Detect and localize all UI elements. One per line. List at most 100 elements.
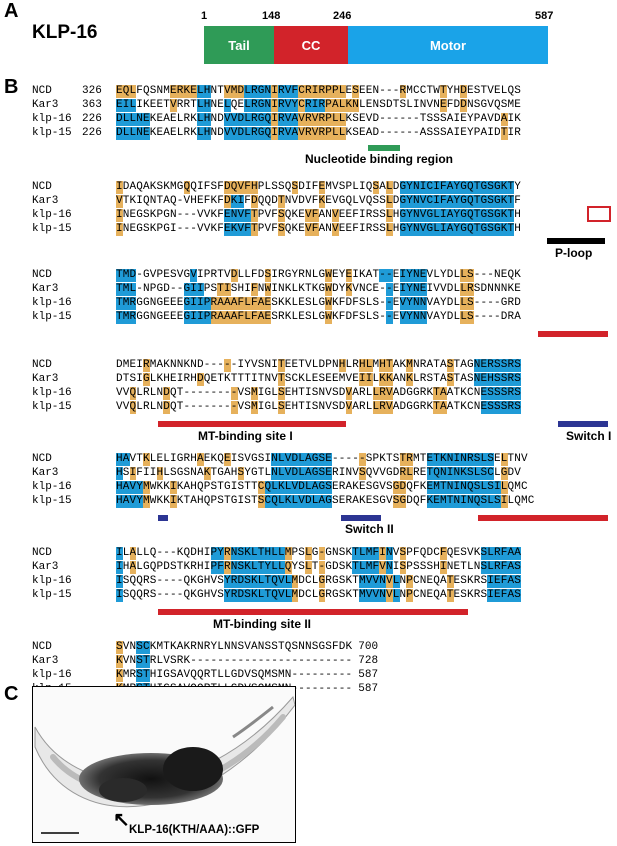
mt-binding-site-1-label: MT-binding site I (198, 429, 293, 443)
start-position: 363 (82, 99, 102, 111)
arrow-icon: ↖ (113, 809, 130, 831)
species-name: NCD (32, 453, 52, 465)
tail-domain: Tail (204, 26, 274, 64)
species-name: klp-15 (32, 589, 72, 601)
worm-gfp-micrograph (34, 695, 295, 834)
species-name: klp-16 (32, 669, 72, 681)
start-position: 326 (82, 85, 102, 97)
species-name: Kar3 (32, 283, 59, 295)
motor-domain-label: Motor (429, 37, 467, 53)
cc-domain-label: CC (301, 37, 321, 53)
end-position: 728 (358, 655, 379, 667)
species-name: NCD (32, 547, 52, 559)
species-name: klp-16 (32, 297, 72, 309)
end-position: 587 (358, 669, 379, 681)
nucleotide-binding-bar (368, 145, 400, 151)
end-position: 587 (358, 683, 379, 695)
start-position: 226 (82, 113, 102, 125)
domain-position-cc-start: 148 (262, 10, 281, 22)
fluorescence-image: ↖ KLP-16(KTH/AAA)::GFP (32, 686, 296, 843)
domain-position-start: 1 (201, 10, 208, 22)
species-name: Kar3 (32, 373, 59, 385)
species-name: klp-15 (32, 223, 72, 235)
panel-label-c: C (4, 683, 19, 705)
species-name: Kar3 (32, 655, 59, 667)
switch-1-label: Switch I (566, 429, 612, 443)
species-name: klp-15 (32, 127, 72, 139)
p-loop-label: P-loop (555, 246, 593, 260)
species-name: Kar3 (32, 195, 59, 207)
domain-position-end: 587 (535, 10, 554, 22)
panel-label-a: A (4, 0, 19, 22)
domain-position-motor-start: 246 (333, 10, 352, 22)
species-name: klp-15 (32, 401, 72, 413)
protein-name: KLP-16 (32, 22, 98, 43)
end-position: 700 (358, 641, 379, 653)
nucleotide-binding-label: Nucleotide binding region (305, 152, 453, 166)
species-name: klp-16 (32, 387, 72, 399)
mt-binding-site-2-label: MT-binding site II (213, 617, 311, 631)
tail-domain-label: Tail (228, 37, 250, 53)
species-name: NCD (32, 181, 52, 193)
species-name: Kar3 (32, 561, 59, 573)
gfp-label: KLP-16(KTH/AAA)::GFP (129, 824, 260, 836)
switch-2-bar (341, 515, 381, 521)
species-name: klp-16 (32, 481, 72, 493)
species-name: klp-15 (32, 495, 72, 507)
motor-domain: Motor (348, 26, 548, 64)
species-name: klp-16 (32, 113, 72, 125)
species-name: Kar3 (32, 99, 59, 111)
start-position: 226 (82, 127, 102, 139)
